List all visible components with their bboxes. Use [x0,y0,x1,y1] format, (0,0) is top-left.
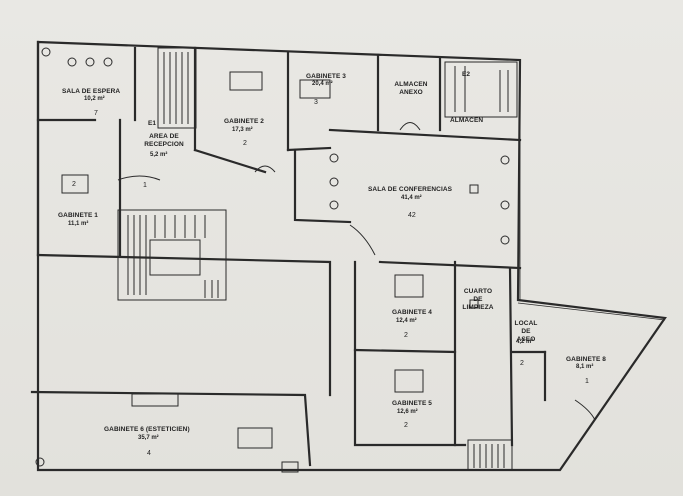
gabinete6-occupancy: 4 [147,450,151,457]
column [329,153,339,163]
wall [378,260,522,270]
gabinete1-area: 11,1 m² [68,221,89,227]
sofa [131,393,179,407]
almacen-anexo-name: ALMACEN ANEXO [394,81,428,96]
wall [193,148,267,174]
local-aseo-name: LOCAL DE ASEO [514,320,538,343]
sink [469,184,479,194]
gabinete2-occupancy: 2 [243,140,247,147]
gabinete6-name: GABINETE 6 (ESTETICIEN) [104,426,190,433]
gabinete3-name: GABINETE 3 [306,73,347,80]
gabinete1-occupancy: 2 [72,181,76,188]
column [329,200,339,210]
gabinete3-area: 20,4 m² [312,81,333,87]
column [329,177,339,187]
gabinete8-area: 8,1 m² [576,364,594,370]
desk [61,174,89,194]
cuarto-limpieza-name: CUARTO DE LIMPIEZA [462,288,494,311]
gabinete2-name: GABINETE 2 [224,118,265,125]
door-arc [574,399,596,421]
local-aseo-occupancy: 2 [520,360,524,367]
gabinete5-occupancy: 2 [404,422,408,429]
staircase-e1 [157,47,197,129]
column [500,200,510,210]
local-aseo-area: 4,2 m² [516,339,534,345]
door-arc [117,175,161,181]
sala-espera-area: 10,2 m² [84,96,105,102]
column [85,57,95,67]
gabinete4-occupancy: 2 [404,332,408,339]
sink [469,299,479,309]
desk [394,369,424,393]
column [67,57,77,67]
column [103,57,113,67]
gabinete8-name: GABINETE 8 [566,356,607,363]
wall [508,266,514,447]
sala-espera-name: SALA DE ESPERA [62,88,121,95]
gabinete1-name: GABINETE 1 [58,212,99,219]
door-arc [349,224,376,256]
column [35,457,45,467]
door-arc [254,165,276,173]
recepcion-code: E1 [148,120,157,127]
almacen-code: E2 [462,71,471,78]
desk [229,71,263,91]
gabinete2-area: 17,3 m² [232,127,253,133]
column [41,47,51,57]
staircase-bottom [467,439,513,471]
gabinete5-area: 12,6 m² [397,409,418,415]
wall [353,348,457,354]
staircase-central [117,209,227,301]
sala-espera-occupancy: 7 [94,110,98,117]
gabinete4-area: 12,4 m² [396,318,417,324]
recepcion-area: 5,2 m² [150,152,168,158]
column [500,155,510,165]
door-swing [281,461,299,473]
almacen-name: ALMACEN [450,117,484,124]
desk [299,79,331,99]
gabinete4-name: GABINETE 4 [392,309,433,316]
door-arc [399,122,421,131]
wall [36,253,332,397]
sala-conferencias-name: SALA DE CONFERENCIAS [368,186,453,193]
sala-conferencias-area: 41,4 m² [401,195,422,201]
gabinete3-occupancy: 3 [314,99,318,106]
wall [353,260,467,447]
recepcion-occupancy: 1 [143,182,147,189]
gabinete8-occupancy: 1 [585,378,589,385]
wall [328,128,522,142]
wall [30,390,312,467]
hatched-wall [517,302,666,321]
gabinete5-name: GABINETE 5 [392,400,433,407]
desk [394,274,424,298]
staircase-e2 [444,61,518,118]
recepcion-name: AREA DE RECEPCION [144,133,184,148]
wall [293,148,352,224]
desk [237,427,273,449]
gabinete6-area: 35,7 m² [138,435,159,441]
sala-conferencias-occupancy: 42 [408,212,416,219]
column [500,235,510,245]
